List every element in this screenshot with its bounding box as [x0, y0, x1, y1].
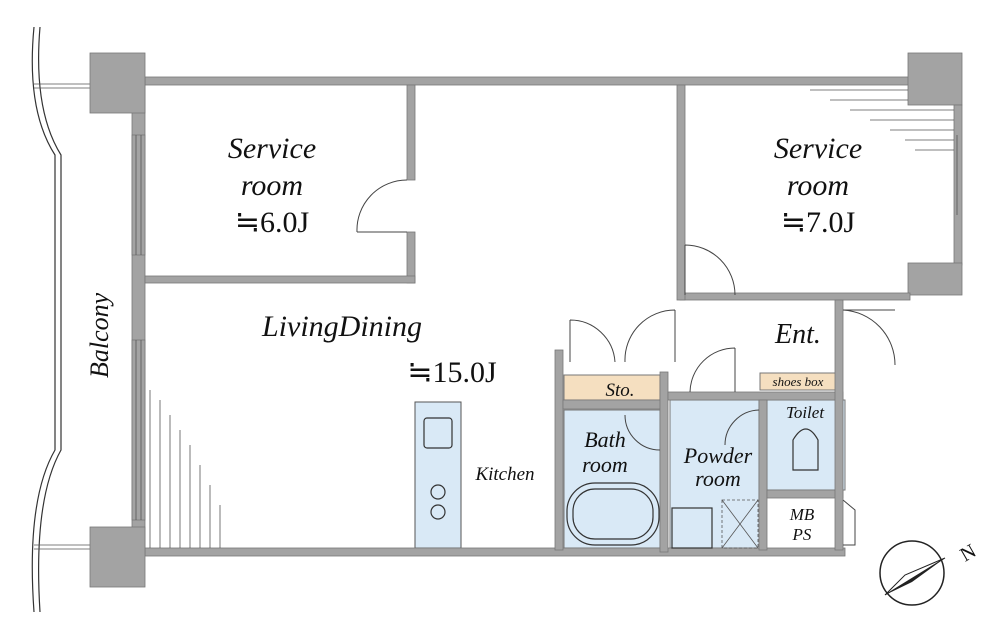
- stove-icon: [430, 484, 446, 500]
- bathtub-icon: [566, 482, 660, 546]
- service-room-2-label-2: room: [787, 169, 849, 202]
- powder-label-2: room: [695, 466, 741, 491]
- balcony-rail: [31, 26, 90, 613]
- living-dining-label: LivingDining: [261, 310, 422, 343]
- walls: [89, 52, 963, 588]
- sink-icon: [423, 417, 453, 449]
- washbasin-icon: [671, 507, 713, 549]
- windows: [135, 135, 958, 520]
- service-room-2-area: ≒7.0J: [781, 206, 856, 239]
- service-room-2-label: Service: [774, 132, 862, 165]
- living-dining-area: ≒15.0J: [407, 356, 497, 389]
- hatch-lines: [149, 89, 954, 548]
- mbps-label: MB: [789, 505, 815, 524]
- compass-icon: [879, 540, 946, 606]
- storage-label: Sto.: [605, 380, 634, 401]
- powder-label: Powder: [683, 443, 753, 468]
- service-room-1-area: ≒6.0J: [235, 206, 310, 239]
- storage-area: [563, 374, 661, 401]
- toilet-label: Toilet: [786, 403, 825, 422]
- balcony-label: Balcony: [85, 292, 114, 378]
- kitchen-label: Kitchen: [474, 464, 534, 485]
- doors: [356, 179, 896, 546]
- service-room-1-label-2: room: [241, 169, 303, 202]
- powder-area: [669, 399, 760, 549]
- bath-label: Bath: [584, 427, 626, 452]
- bath-label-2: room: [582, 452, 628, 477]
- shoes-box-label: shoes box: [773, 374, 824, 389]
- kitchen-counter: [414, 401, 462, 549]
- compass-north-label: N: [957, 540, 981, 566]
- mbps-label-2: PS: [792, 525, 812, 544]
- service-room-1-label: Service: [228, 132, 316, 165]
- toilet-icon: [792, 428, 819, 471]
- fixtures: [423, 417, 819, 549]
- entrance-label: Ent.: [774, 319, 821, 350]
